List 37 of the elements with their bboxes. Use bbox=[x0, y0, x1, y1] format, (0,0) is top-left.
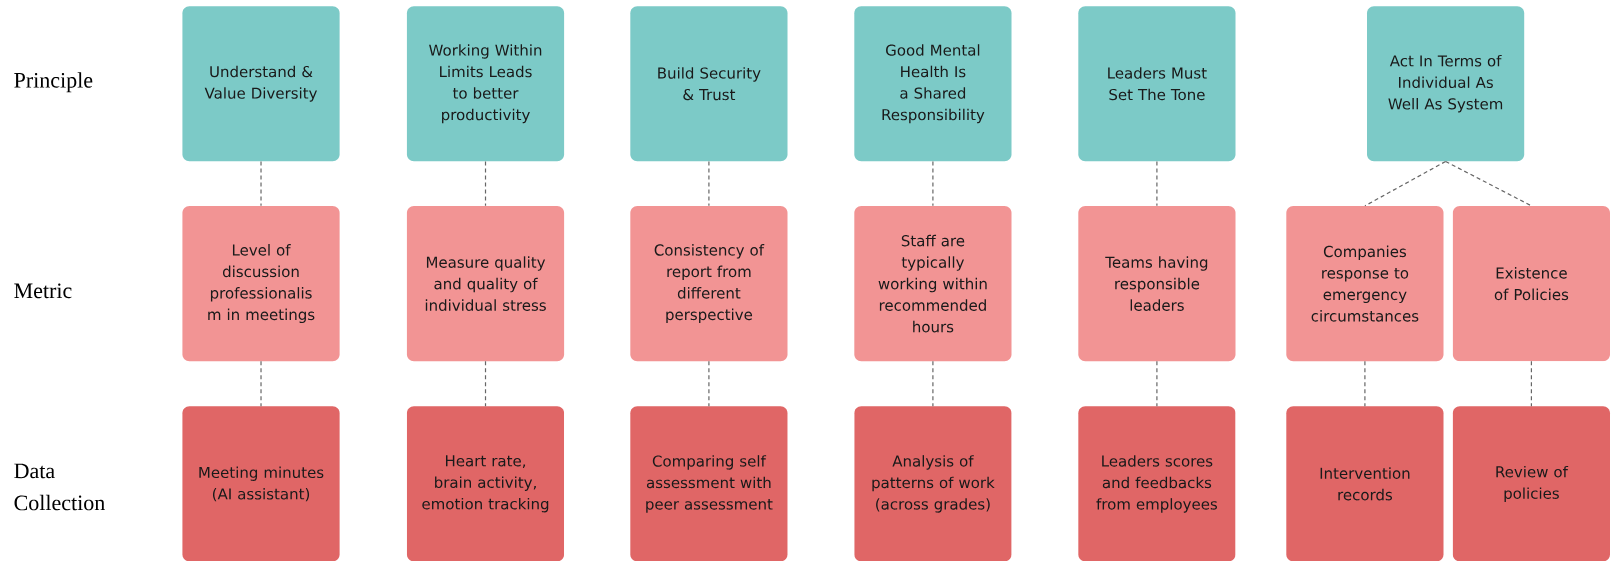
row-label: Metric bbox=[14, 283, 72, 299]
connector-line bbox=[708, 160, 710, 207]
connector-line bbox=[484, 360, 487, 407]
metric-box: Teams having responsible leaders bbox=[1078, 206, 1236, 362]
principle-box: Understand & Value Diversity bbox=[182, 6, 340, 162]
metric-box: Existence of Policies bbox=[1452, 206, 1610, 362]
metric-box: Measure quality and quality of individual stress bbox=[406, 206, 565, 362]
connector-line bbox=[260, 360, 262, 407]
metric-box: Level of discussion professionalis m in meetings bbox=[182, 206, 340, 362]
principle-box: Working Within Limits Leads to better productivity bbox=[406, 6, 565, 162]
connector-line bbox=[932, 160, 934, 207]
data-collection-box: Leaders scores and feedbacks from employees bbox=[1078, 406, 1236, 561]
principle-box: Build Security & Trust bbox=[630, 6, 788, 162]
data-collection-box: Intervention records bbox=[1286, 406, 1444, 561]
connector-line bbox=[1445, 160, 1532, 207]
data-collection-box: Meeting minutes (AI assistant) bbox=[182, 406, 340, 561]
principle-box: Good Mental Health Is a Shared Responsibility bbox=[854, 6, 1012, 162]
connector-line bbox=[932, 360, 934, 407]
connector-line bbox=[1156, 360, 1158, 407]
metric-box: Consistency of report from different perspective bbox=[630, 206, 788, 362]
row-label: Data Collection bbox=[14, 463, 105, 511]
data-collection-box: Analysis of patterns of work (across grades) bbox=[854, 406, 1012, 561]
connector-line bbox=[708, 360, 710, 407]
principle-box: Act In Terms of Individual As Well As System bbox=[1367, 6, 1525, 162]
data-collection-box: Heart rate, brain activity, emotion tracking bbox=[406, 406, 565, 561]
metric-box: Companies response to emergency circumstances bbox=[1286, 206, 1444, 362]
connector-line bbox=[260, 160, 262, 207]
data-collection-box: Comparing self assessment with peer assessment bbox=[630, 406, 788, 561]
principle-box: Leaders Must Set The Tone bbox=[1078, 6, 1236, 162]
data-collection-box: Review of policies bbox=[1452, 406, 1610, 561]
connector-line bbox=[1364, 360, 1366, 407]
connector-line bbox=[484, 160, 487, 207]
metric-box: Staff are typically working within recommended hours bbox=[854, 206, 1012, 362]
connector-line bbox=[1156, 160, 1158, 207]
connector-line bbox=[1530, 360, 1532, 407]
connector-line bbox=[1364, 160, 1447, 207]
row-label: Principle bbox=[14, 72, 93, 93]
